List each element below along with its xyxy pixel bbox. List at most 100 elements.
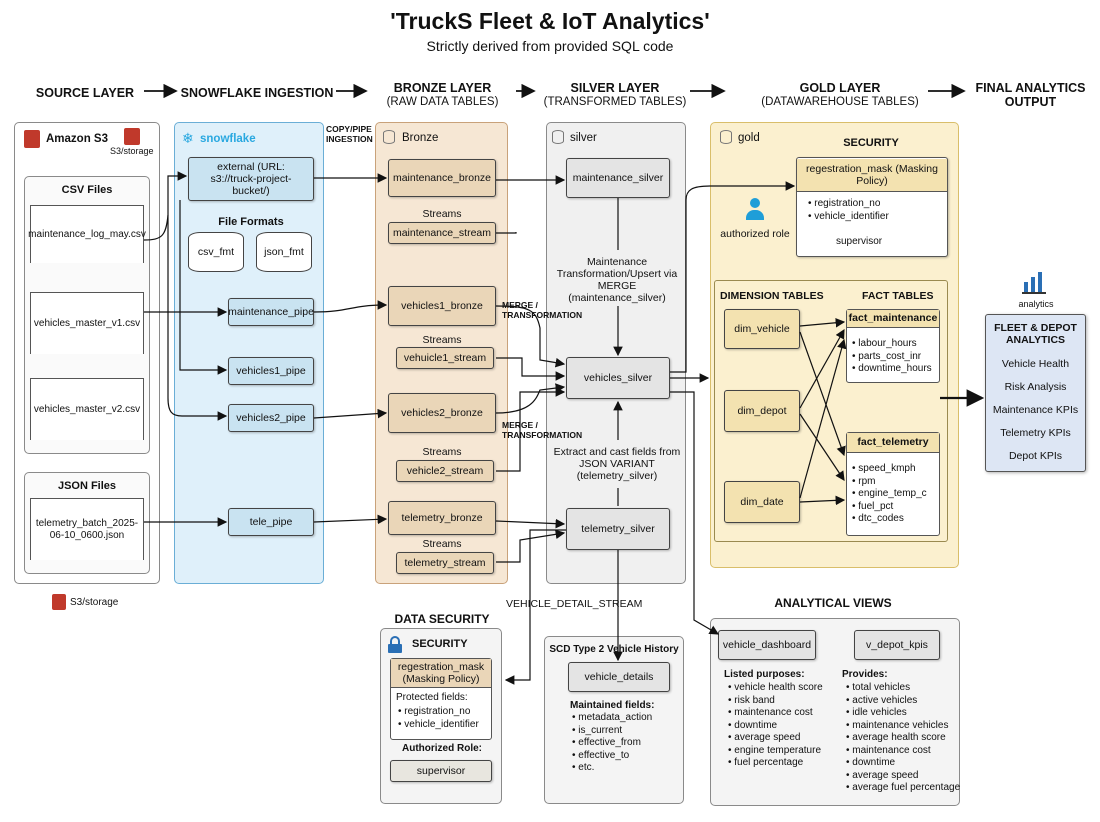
bronze-db-icon	[383, 130, 395, 144]
provides-item: idle vehicles	[846, 707, 960, 720]
bronze-streams-label-4: Streams	[422, 538, 462, 550]
fact-field: dtc_codes	[852, 513, 927, 526]
authorized-role-value: supervisor	[390, 760, 492, 782]
output-item-maintenance-kpis: Maintenance KPIs	[992, 404, 1079, 416]
bronze-streams-label-3: Streams	[422, 446, 462, 458]
vehicles-silver: vehicles_silver	[566, 357, 670, 399]
s3-storage-label: S3/storage	[110, 146, 154, 156]
dim-depot: dim_depot	[724, 390, 800, 432]
maintenance-stream: maintenance_stream	[388, 222, 496, 244]
purpose-item: maintenance cost	[728, 707, 823, 720]
output-item-telemetry-kpis: Telemetry KPIs	[1000, 427, 1071, 439]
diagram-subtitle: Strictly derived from provided SQL code	[426, 38, 674, 54]
vehicles1-pipe: vehicles1_pipe	[228, 357, 314, 385]
json-file-telemetry: telemetry_batch_2025-06-10_0600.json	[30, 498, 144, 560]
connector-maintenance-stream	[496, 232, 517, 234]
csv-file-vehicles-v1: vehicles_master_v1.csv	[30, 292, 144, 354]
provides-item: downtime	[846, 757, 960, 770]
fact-field: rpm	[852, 476, 927, 489]
output-item-vehicle-health: Vehicle Health	[1001, 358, 1070, 370]
connector-pipe-to-vehicles1-bronze	[313, 300, 388, 313]
silver-title: silver	[570, 132, 597, 144]
purpose-item: engine temperature	[728, 745, 823, 758]
telemetry-bronze: telemetry_bronze	[388, 501, 496, 535]
connector-tele-pipe-to-bronze	[313, 514, 388, 525]
purpose-item: vehicle health score	[728, 682, 822, 695]
authorized-role-heading: Authorized Role:	[402, 743, 482, 754]
analytical-views-title: ANALYTICAL VIEWS	[774, 596, 892, 610]
snowflake-brand: snowflake	[200, 133, 256, 145]
provides-list: total vehicles active vehicles idle vehi…	[846, 682, 960, 795]
output-item-depot-kpis: Depot KPIs	[1008, 450, 1063, 462]
scd-field: metadata_action	[572, 712, 652, 725]
vehicles2-bronze: vehicles2_bronze	[388, 393, 496, 433]
provides-label: Provides:	[842, 669, 888, 680]
layer-header-source: SOURCE LAYER	[35, 86, 135, 100]
connector-vehicles2-to-silver	[495, 383, 566, 414]
fleet-analytics-card	[985, 314, 1086, 472]
vehuicle1-stream: vehuicle1_stream	[396, 347, 494, 369]
fact-telemetry-title: fact_telemetry	[847, 433, 939, 453]
scd-field: effective_to	[572, 750, 652, 763]
protected-fields-label: Protected fields:	[396, 692, 468, 703]
fact-telemetry-fields: speed_kmph rpm engine_temp_c fuel_pct dt…	[852, 463, 927, 526]
connector-external-to-vehicles1-pipe	[179, 200, 228, 375]
provides-item: maintenance cost	[846, 745, 960, 758]
connector-dim-date-fact-maintenance	[799, 338, 847, 499]
json-fmt-format: json_fmt	[256, 232, 312, 272]
connector-telemetry-bronze-to-silver	[495, 518, 566, 529]
file-formats-title: File Formats	[218, 216, 284, 228]
scd-field: is_current	[572, 725, 652, 738]
maintenance-bronze: maintenance_bronze	[388, 159, 496, 197]
purpose-item: average speed	[728, 732, 823, 745]
connector-vehicles1-to-silver	[495, 305, 566, 368]
maintenance-pipe: maintenance_pipe	[228, 298, 314, 326]
vehicles2-pipe: vehicles2_pipe	[228, 404, 314, 432]
provides-item: average speed	[846, 770, 960, 783]
scd-field: effective_from	[572, 737, 652, 750]
connector-vehuicle1-stream-to-silver	[496, 357, 566, 381]
s3-bottom-storage-label: S3/storage	[70, 597, 119, 608]
scd-title: SCD Type 2 Vehicle History	[549, 644, 679, 655]
authorized-role-label: authorized role	[720, 228, 790, 240]
connector-vehicle2-stream-to-silver	[496, 387, 566, 472]
json-files-title: JSON Files	[57, 480, 117, 492]
s3-storage-icon	[124, 128, 140, 145]
copy-pipe-label: COPY/PIPE INGESTION	[326, 124, 373, 144]
tele-pipe: tele_pipe	[228, 508, 314, 536]
fleet-analytics-title: FLEET & DEPOT ANALYTICS	[994, 322, 1077, 346]
csv-file-vehicles-v2: vehicles_master_v2.csv	[30, 378, 144, 440]
gold-mask-field: vehicle_identifier	[808, 211, 889, 224]
gold-security-title: SECURITY	[843, 137, 899, 149]
connector-dim-depot-fact-telemetry	[799, 413, 845, 481]
gold-mask-title: regestration_mask (Masking Policy)	[797, 159, 947, 192]
lock-icon	[388, 636, 402, 653]
bronze-streams-label-1: Streams	[422, 208, 462, 220]
snowflake-icon: ❄	[182, 130, 194, 146]
provides-item: average fuel percentage	[846, 782, 960, 795]
bronze-title: Bronze	[402, 132, 439, 144]
fact-field: engine_temp_c	[852, 488, 926, 501]
connector-telemetry-stream-to-silver	[496, 529, 566, 563]
scd-fields-list: metadata_action is_current effective_fro…	[572, 712, 652, 775]
connector-dim-date-fact-telemetry	[799, 495, 846, 506]
protected-field: registration_no	[398, 706, 479, 719]
scd-field: etc.	[572, 762, 652, 775]
gold-mask-role: supervisor	[836, 236, 883, 247]
connector-silver-to-data-security	[504, 529, 566, 685]
layer-header-silver: SILVER LAYER(TRANSFORMED TABLES)	[543, 81, 687, 108]
analytics-chart-icon	[1022, 270, 1048, 294]
connector-pipe-to-vehicles2-bronze	[313, 408, 388, 419]
maintenance-silver: maintenance_silver	[566, 158, 670, 198]
csv-file-maintenance: maintenance_log_may.csv	[28, 205, 146, 263]
connector-dim-vehicle-fact-telemetry	[799, 331, 846, 457]
vehicle-dashboard-view: vehicle_dashboard	[718, 630, 816, 660]
telemetry-silver: telemetry_silver	[566, 508, 670, 550]
protected-field: vehicle_identifier	[398, 719, 479, 732]
connector-external-to-vehicles2-pipe	[167, 215, 228, 421]
fact-tables-title: FACT TABLES	[862, 290, 934, 302]
layer-header-bronze: BRONZE LAYER(RAW DATA TABLES)	[386, 81, 499, 108]
fact-maintenance-fields: labour_hours parts_cost_inr downtime_hou…	[852, 338, 931, 376]
maintenance-merge-label: Maintenance Transformation/Upsert via ME…	[556, 256, 678, 304]
connector-dim-depot-fact-maintenance	[799, 328, 845, 409]
